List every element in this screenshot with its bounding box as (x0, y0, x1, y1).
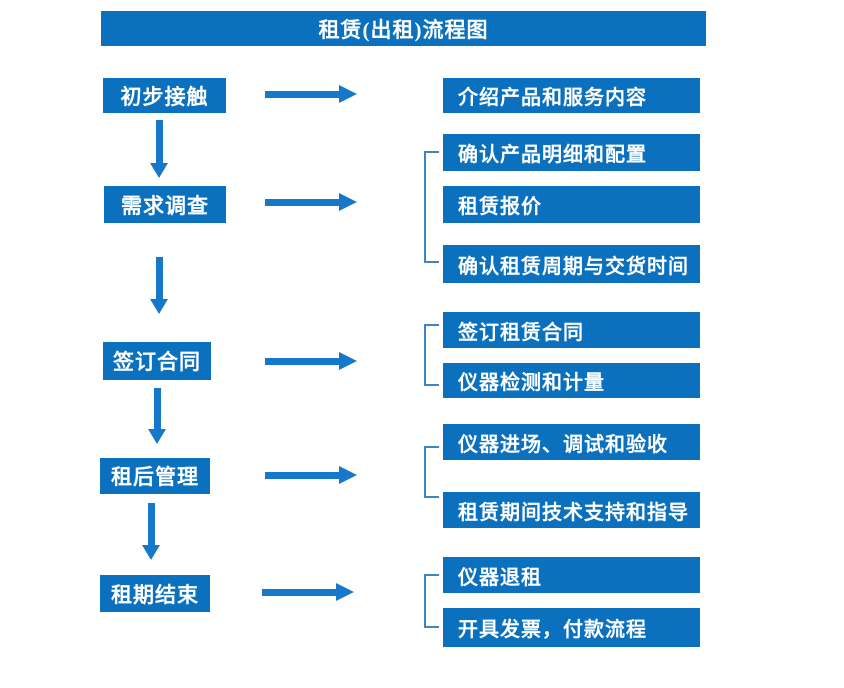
detail-instrument-testing: 仪器检测和计量 (443, 363, 700, 398)
down-arrow-icon (142, 503, 160, 560)
step-needs-survey: 需求调查 (104, 186, 226, 223)
right-arrow-icon (265, 466, 357, 484)
detail-instrument-setup-acceptance: 仪器进场、调试和验收 (443, 424, 700, 460)
step-initial-contact: 初步接触 (103, 78, 226, 113)
detail-technical-support: 租赁期间技术支持和指导 (443, 492, 700, 528)
right-arrow-icon (265, 193, 357, 211)
step-sign-contract: 签订合同 (103, 342, 211, 380)
detail-rental-quotation: 租赁报价 (443, 186, 700, 223)
group-bracket (424, 324, 439, 386)
down-arrow-icon (150, 120, 168, 178)
flowchart-title: 租赁(出租)流程图 (101, 11, 706, 46)
group-bracket (424, 574, 439, 628)
group-bracket (424, 151, 439, 263)
step-post-rental-management: 租后管理 (100, 458, 210, 494)
right-arrow-icon (262, 583, 354, 601)
right-arrow-icon (265, 85, 357, 103)
right-arrow-icon (265, 352, 357, 370)
detail-invoice-payment: 开具发票，付款流程 (443, 608, 700, 647)
detail-confirm-product-config: 确认产品明细和配置 (443, 134, 700, 171)
detail-instrument-return: 仪器退租 (443, 557, 700, 593)
group-bracket (424, 446, 439, 498)
detail-sign-rental-contract: 签订租赁合同 (443, 312, 700, 348)
step-rental-end: 租期结束 (100, 575, 210, 612)
detail-introduce-products: 介绍产品和服务内容 (443, 78, 700, 113)
down-arrow-icon (148, 388, 166, 444)
down-arrow-icon (150, 257, 168, 314)
detail-confirm-period-delivery: 确认租赁周期与交货时间 (443, 245, 700, 283)
